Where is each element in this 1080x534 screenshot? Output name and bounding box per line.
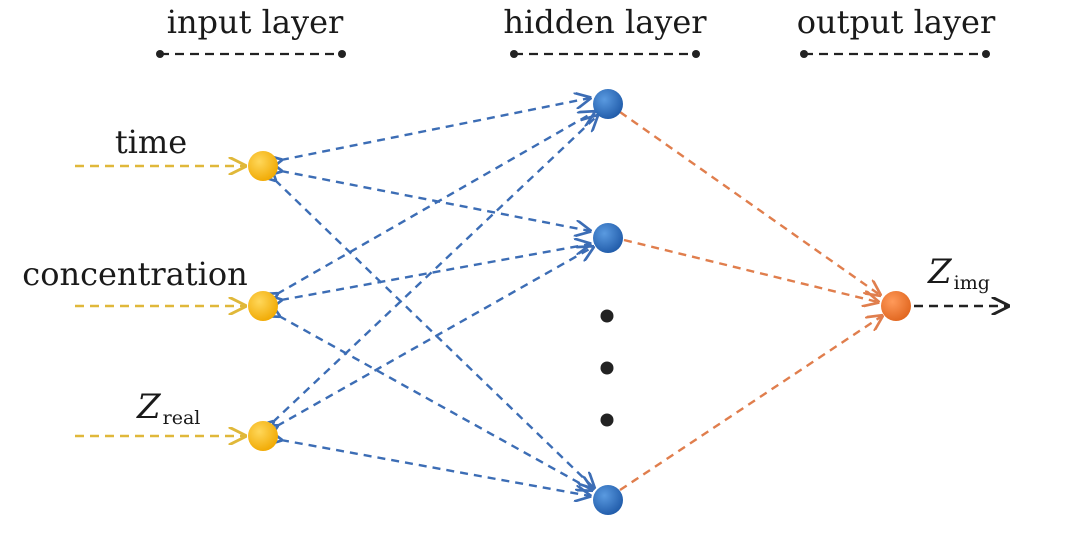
input-layer-rule — [156, 50, 346, 58]
output-layer-rule — [800, 50, 990, 58]
z-img-subscript: img — [954, 272, 990, 294]
output-node — [881, 291, 911, 321]
input-layer-label: input layer — [167, 3, 344, 41]
hidden-node-2 — [593, 223, 623, 253]
input-hidden-connections — [273, 98, 597, 496]
z-real-subscript: real — [163, 407, 201, 429]
hidden-node-n — [593, 485, 623, 515]
z-real-symbol: Z — [136, 387, 162, 427]
hidden-ellipsis — [600, 309, 614, 427]
output-layer-label: output layer — [797, 3, 996, 41]
input-node-concentration — [248, 291, 278, 321]
input-node-time — [248, 151, 278, 181]
input-node-z-real — [248, 421, 278, 451]
hidden-node-1 — [593, 89, 623, 119]
input-label-time: time — [115, 123, 187, 161]
hidden-layer-label: hidden layer — [503, 3, 707, 41]
z-img-symbol: Z — [927, 252, 953, 292]
input-label-concentration: concentration — [22, 255, 247, 293]
hidden-output-connections — [619, 111, 882, 491]
hidden-layer-rule — [510, 50, 700, 58]
